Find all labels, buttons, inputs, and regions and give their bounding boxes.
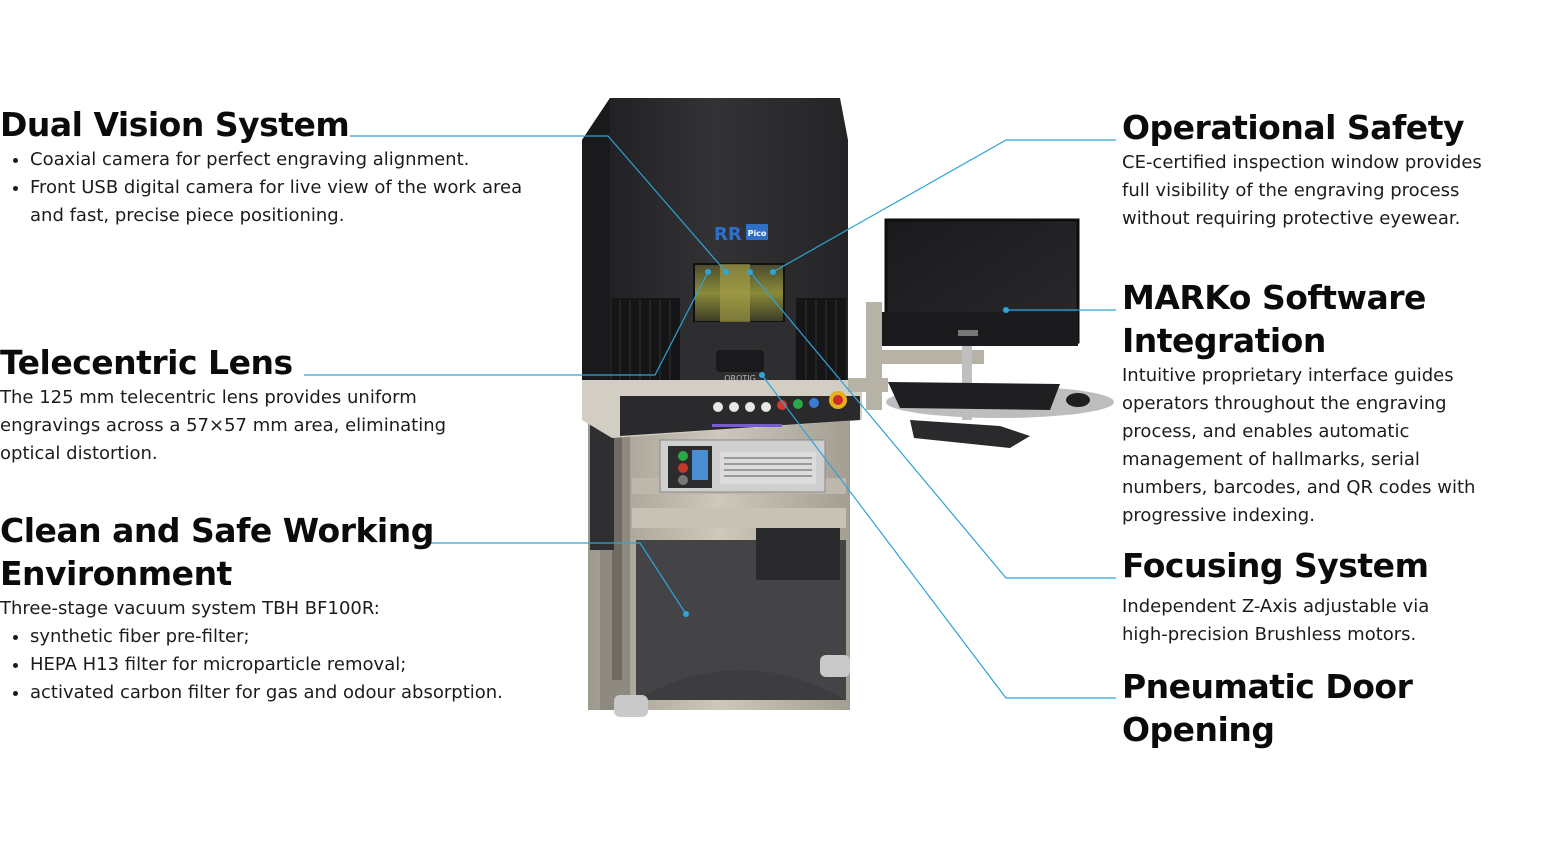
feature-bullets: Coaxial camera for perfect engraving ali… xyxy=(0,146,540,230)
list-item: HEPA H13 filter for microparticle remova… xyxy=(30,651,560,679)
logo-badge: Pico xyxy=(748,229,767,238)
monitor xyxy=(882,218,1080,346)
logo-text: RR xyxy=(714,224,742,245)
feature-title: MARKo Software Integration xyxy=(1122,278,1426,360)
feature-focusing: Focusing System Independent Z-Axis adjus… xyxy=(1122,544,1502,649)
feature-text: The 125 mm telecentric lens provides uni… xyxy=(0,387,447,464)
list-item: synthetic fiber pre-filter; xyxy=(30,623,560,651)
list-item: Coaxial camera for perfect engraving ali… xyxy=(30,146,540,174)
feature-dual-vision: Dual Vision System Coaxial camera for pe… xyxy=(0,103,540,230)
list-item: activated carbon filter for gas and odou… xyxy=(30,679,560,707)
feature-telecentric: Telecentric Lens The 125 mm telecentric … xyxy=(0,341,470,468)
feature-title: Clean and Safe Working Environment xyxy=(0,511,434,593)
feature-text: Intuitive proprietary interface guides o… xyxy=(1122,365,1476,526)
feature-intro: Three-stage vacuum system TBH BF100R: xyxy=(0,598,380,619)
feature-clean-safe: Clean and Safe Working Environment Three… xyxy=(0,509,560,707)
feature-marko: MARKo Software Integration Intuitive pro… xyxy=(1122,276,1502,530)
feature-operational-safety: Operational Safety CE-certified inspecti… xyxy=(1122,106,1502,233)
laser-enclosure: OROTIG RR Pico xyxy=(582,98,848,383)
feature-title: Pneumatic Door Opening xyxy=(1122,667,1413,749)
base-frame xyxy=(588,390,850,717)
feature-title: Operational Safety xyxy=(1122,108,1464,147)
feature-pneumatic: Pneumatic Door Opening xyxy=(1122,665,1502,751)
feature-bullets: synthetic fiber pre-filter; HEPA H13 fil… xyxy=(0,623,560,707)
feature-text: CE-certified inspection window provides … xyxy=(1122,152,1482,229)
feature-title: Dual Vision System xyxy=(0,105,350,144)
feature-text: Independent Z-Axis adjustable via high-p… xyxy=(1122,596,1430,645)
list-item: Front USB digital camera for live view o… xyxy=(30,174,540,230)
feature-title: Telecentric Lens xyxy=(0,343,293,382)
laser-source-unit xyxy=(659,439,826,493)
feature-title: Focusing System xyxy=(1122,546,1429,585)
brand-label: OROTIG xyxy=(724,374,756,383)
